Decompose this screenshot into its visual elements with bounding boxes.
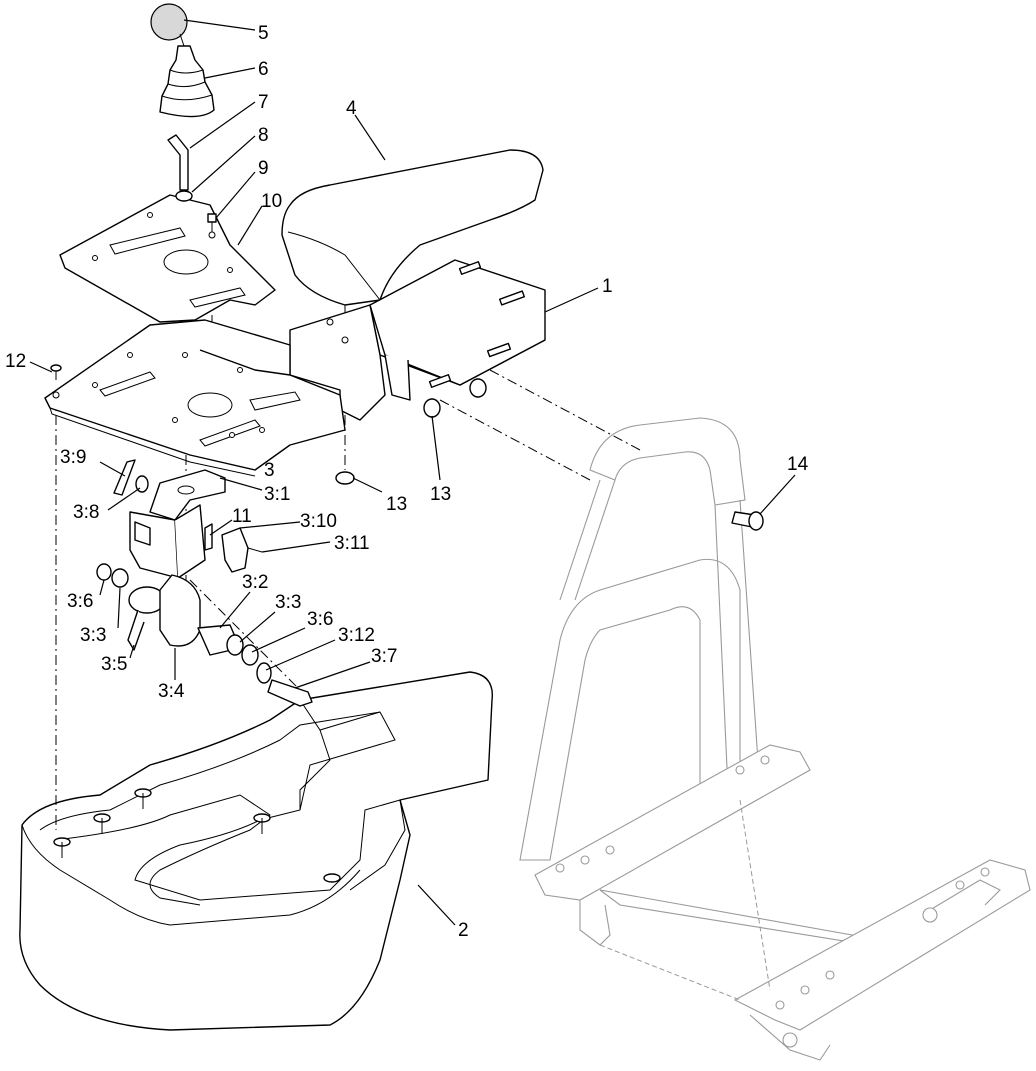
callout-labels: 5 6 7 8 9 10 4 1 12 13 13 14 3 3:1 11 3:… <box>5 23 809 941</box>
callout-3-10: 3:10 <box>300 511 337 532</box>
knob-part-5 <box>150 3 188 47</box>
callout-3-11: 3:11 <box>334 533 370 554</box>
callout-4: 4 <box>346 98 357 119</box>
callout-6: 6 <box>258 59 269 80</box>
callout-3-6-right: 3:6 <box>307 609 333 630</box>
callout-13-right: 13 <box>430 484 451 505</box>
callout-3-6-left: 3:6 <box>67 591 93 612</box>
callout-10: 10 <box>261 191 282 212</box>
control-plate-part-10 <box>59 194 276 323</box>
console-frame-part-1 <box>289 259 546 430</box>
callout-14: 14 <box>787 454 809 475</box>
callout-2: 2 <box>458 920 469 941</box>
callout-1: 1 <box>602 276 613 297</box>
screw-part-9 <box>207 213 217 232</box>
callout-3-3-left: 3:3 <box>80 625 106 646</box>
callout-3-4: 3:4 <box>158 681 185 702</box>
callout-8: 8 <box>258 125 269 146</box>
grommet-part-13 <box>335 378 487 485</box>
callout-12: 12 <box>5 351 26 372</box>
mounting-plate <box>44 319 346 477</box>
callout-3-12: 3:12 <box>338 625 375 646</box>
callout-3-8: 3:8 <box>73 502 99 523</box>
leader-lines <box>29 19 796 926</box>
callout-3: 3 <box>264 460 275 481</box>
callout-7: 7 <box>258 92 269 113</box>
callout-5: 5 <box>258 23 269 44</box>
lower-console-cover-part-2 <box>19 671 494 1031</box>
shift-lever-part-7 <box>167 134 189 191</box>
shift-bracket-assembly-part-3 <box>96 459 313 707</box>
callout-3-5: 3:5 <box>101 654 127 675</box>
screw-part-12 <box>50 364 62 380</box>
boot-part-6 <box>159 45 215 118</box>
callout-13-left: 13 <box>386 494 407 515</box>
callout-3-1: 3:1 <box>264 484 290 505</box>
callout-3-2: 3:2 <box>242 572 268 593</box>
pin-part-14 <box>731 511 764 531</box>
callout-3-7: 3:7 <box>371 646 397 667</box>
frame-assembly <box>519 417 1031 1061</box>
callout-3-3-right: 3:3 <box>275 592 301 613</box>
arm-pad-part-4 <box>281 149 544 306</box>
nut-part-8 <box>175 190 193 202</box>
callout-3-9: 3:9 <box>60 447 86 468</box>
callout-11: 11 <box>232 506 252 527</box>
callout-9: 9 <box>258 158 269 179</box>
